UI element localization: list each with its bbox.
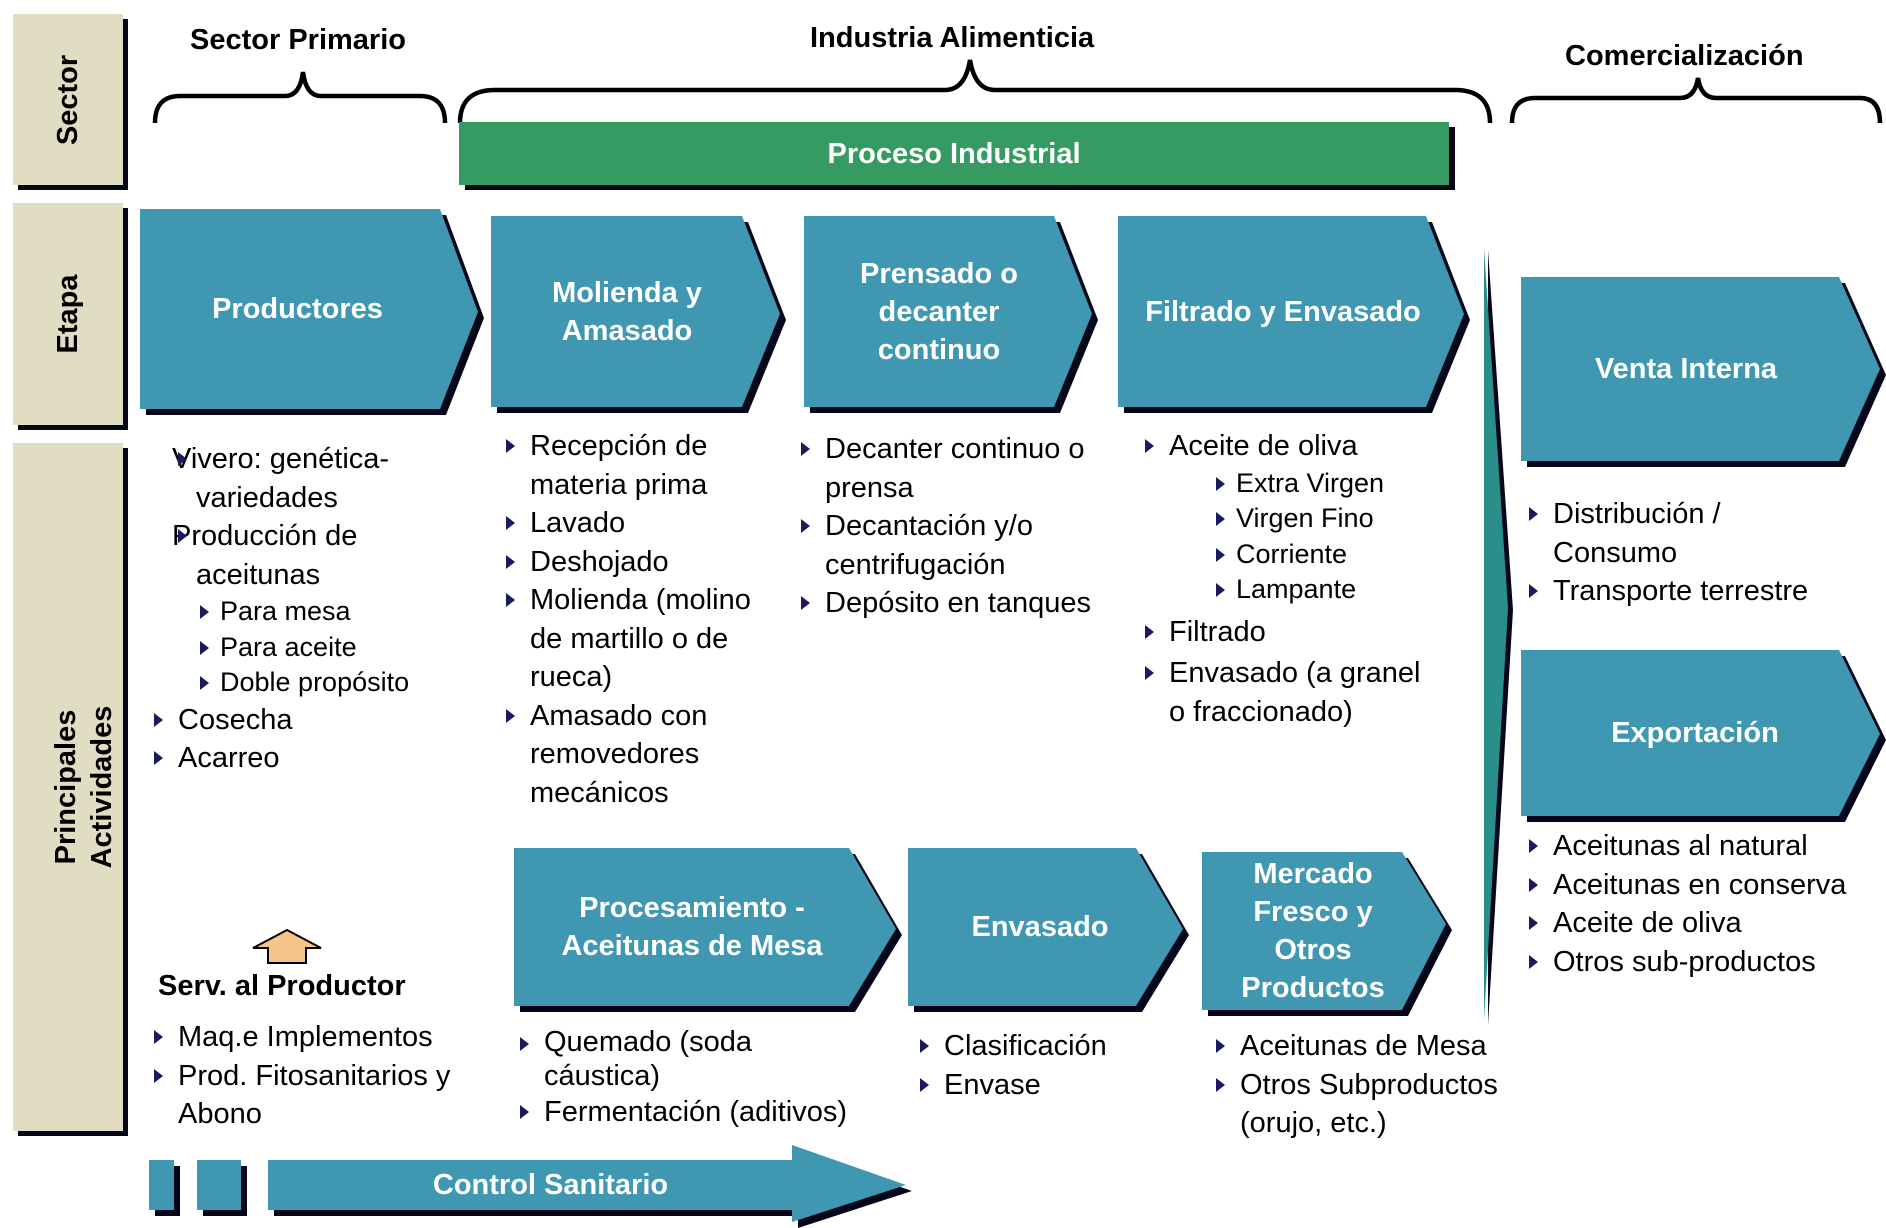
list-item: Maq.e Implementos	[148, 1018, 488, 1057]
activities-envasado: Clasificación Envase	[914, 1027, 1174, 1104]
list-item: Cosecha	[148, 701, 488, 740]
list-item: Aceite de oliva	[1523, 904, 1886, 943]
side-box-actividades	[13, 443, 128, 1136]
list-item: Decanter continuo o prensa	[795, 430, 1125, 507]
stage-mercado-label: Mercado Fresco y Otros Productos	[1241, 858, 1385, 1004]
stage-molienda-label: Molienda y Amasado	[552, 276, 702, 347]
activities-venta-interna: Distribución / Consumo Transporte terres…	[1523, 495, 1883, 611]
chevron-molienda	[491, 216, 786, 413]
chevron-mercado	[1202, 852, 1452, 1016]
control-sanitario-arrow	[149, 1145, 912, 1228]
list-item: Deshojado	[500, 543, 800, 582]
list-item: Fermentación (aditivos)	[514, 1093, 894, 1132]
sub-item: Doble propósito	[200, 665, 488, 701]
sub-item: Virgen Fino	[1216, 501, 1479, 537]
sub-item: Para aceite	[200, 630, 488, 666]
proceso-industrial-label: Proceso Industrial	[827, 137, 1081, 170]
side-box-sector	[13, 14, 128, 190]
chevron-exportacion	[1521, 650, 1886, 822]
activities-productores: Vivero: genética- variedades Producción …	[148, 440, 488, 778]
sector-primario-label: Sector Primario	[190, 24, 406, 56]
stage-productores-label: Productores	[212, 293, 383, 325]
activities-filtrado: Aceite de oliva Extra Virgen Virgen Fino…	[1139, 427, 1479, 731]
sub-item: Para mesa	[200, 594, 488, 630]
chevron-prensado	[804, 216, 1098, 413]
list-item: Quemado (soda cáustica)	[514, 1025, 894, 1093]
side-label-actividades-line2: Actividades	[86, 705, 118, 869]
list-item: Transporte terrestre	[1523, 572, 1883, 611]
chevron-productores	[140, 209, 484, 415]
comercializacion-label: Comercialización	[1565, 40, 1804, 72]
list-item: Decantación y/o centrifugación	[795, 507, 1125, 584]
stage-filtrado-label: Filtrado y Envasado	[1145, 295, 1421, 328]
list-item: Amasado con removedores mecánicos	[500, 697, 800, 813]
stage-envasado-label: Envasado	[971, 911, 1109, 943]
brace-industria	[457, 59, 1493, 124]
activities-prensado: Decanter continuo o prensa Decantación y…	[795, 430, 1125, 623]
activities-serv-productor: Maq.e Implementos Prod. Fitosanitarios y…	[148, 1018, 488, 1134]
list-item: Acarreo	[148, 739, 488, 778]
list-item: Recepción de materia prima	[500, 427, 800, 504]
chevron-filtrado	[1118, 216, 1470, 413]
activities-exportacion: Aceitunas al natural Aceitunas en conser…	[1523, 827, 1886, 981]
list-item: Clasificación	[914, 1027, 1174, 1066]
industria-alimenticia-label: Industria Alimenticia	[810, 22, 1095, 54]
chevron-envasado	[908, 848, 1189, 1012]
serv-productor-title: Serv. al Productor	[158, 970, 406, 1002]
stage-procesamiento-label: Procesamiento - Aceitunas de Mesa	[561, 892, 823, 962]
stage-exportacion-label: Exportación	[1611, 717, 1779, 749]
sub-item: Corriente	[1216, 537, 1479, 573]
list-item: Aceitunas en conserva	[1523, 866, 1886, 905]
divider-wedge-face	[1484, 248, 1508, 1020]
up-arrow-icon	[252, 928, 322, 964]
list-item: Prod. Fitosanitarios y Abono	[148, 1057, 488, 1134]
control-sanitario-label: Control Sanitario	[432, 1169, 669, 1201]
list-item: Aceite de oliva	[1139, 427, 1479, 466]
list-item: Envasado (a granel o fraccionado)	[1139, 654, 1479, 731]
side-label-actividades-line1: Principales	[50, 709, 82, 865]
stage-prensado-label: Prensado o decanter continuo	[860, 257, 1018, 366]
list-item: Otros sub-productos	[1523, 943, 1886, 982]
list-item: Lavado	[500, 504, 800, 543]
brace-comercializacion	[1509, 77, 1883, 124]
list-item: Molienda (molino de martillo o de rueca)	[500, 581, 800, 697]
chevron-procesamiento	[514, 848, 902, 1012]
list-item: Envase	[914, 1066, 1174, 1105]
side-label-sector: Sector	[52, 54, 84, 146]
proceso-industrial-bar	[459, 122, 1455, 190]
list-item: Filtrado	[1139, 613, 1479, 652]
stage-venta-interna-label: Venta Interna	[1594, 353, 1778, 385]
list-item: Aceitunas al natural	[1523, 827, 1886, 866]
chevron-venta-interna	[1521, 277, 1886, 467]
sub-item: Extra Virgen	[1216, 466, 1479, 502]
list-item: Vivero: genética- variedades	[172, 440, 488, 517]
activities-mercado: Aceitunas de Mesa Otros Subproductos (or…	[1210, 1027, 1540, 1143]
sub-item: Lampante	[1216, 572, 1479, 608]
list-item: Otros Subproductos (orujo, etc.)	[1210, 1066, 1540, 1143]
list-item: Distribución / Consumo	[1523, 495, 1883, 572]
activities-molienda: Recepción de materia prima Lavado Deshoj…	[500, 427, 800, 812]
side-label-actividades: Principales Actividades	[48, 706, 120, 869]
activities-procesamiento: Quemado (soda cáustica) Fermentación (ad…	[514, 1025, 894, 1132]
brace-sector-primario	[152, 71, 448, 124]
side-label-etapa: Etapa	[52, 274, 84, 354]
list-item: Aceitunas de Mesa	[1210, 1027, 1540, 1066]
list-item: Producción de aceitunas	[172, 517, 488, 594]
side-box-etapa	[13, 203, 128, 430]
list-item: Depósito en tanques	[795, 584, 1125, 623]
